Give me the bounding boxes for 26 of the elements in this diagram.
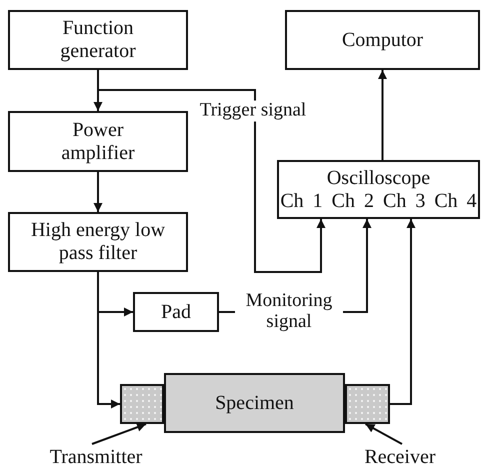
box-label: Computor — [342, 28, 424, 52]
transducer-block — [345, 384, 390, 424]
part-label: Receiver — [352, 444, 448, 470]
box-label: Function generator — [59, 17, 137, 63]
box-label: Oscilloscope — [326, 166, 430, 190]
process-box — [8, 10, 188, 70]
box-label: Pad — [161, 300, 191, 324]
specimen-block — [164, 373, 345, 433]
process-box — [285, 10, 480, 70]
leader-line — [92, 422, 146, 445]
leader-line — [365, 423, 402, 445]
box-label: Power amplifier — [60, 118, 136, 164]
box-label: Specimen — [215, 392, 294, 414]
process-box — [133, 292, 219, 332]
arrow — [94, 172, 102, 212]
box-label: High energy low pass filter — [30, 219, 166, 265]
arrow — [390, 219, 416, 405]
arrow — [97, 272, 120, 408]
transducer-block — [120, 384, 164, 424]
edge-label: Monitoring signal — [235, 291, 343, 333]
process-box — [8, 212, 188, 272]
part-label: Transmitter — [36, 444, 156, 470]
process-box — [8, 111, 188, 172]
channel-labels: Ch 1 Ch 2 Ch 3 Ch 4 — [280, 190, 477, 212]
arrow — [378, 70, 387, 160]
process-box — [277, 160, 480, 219]
